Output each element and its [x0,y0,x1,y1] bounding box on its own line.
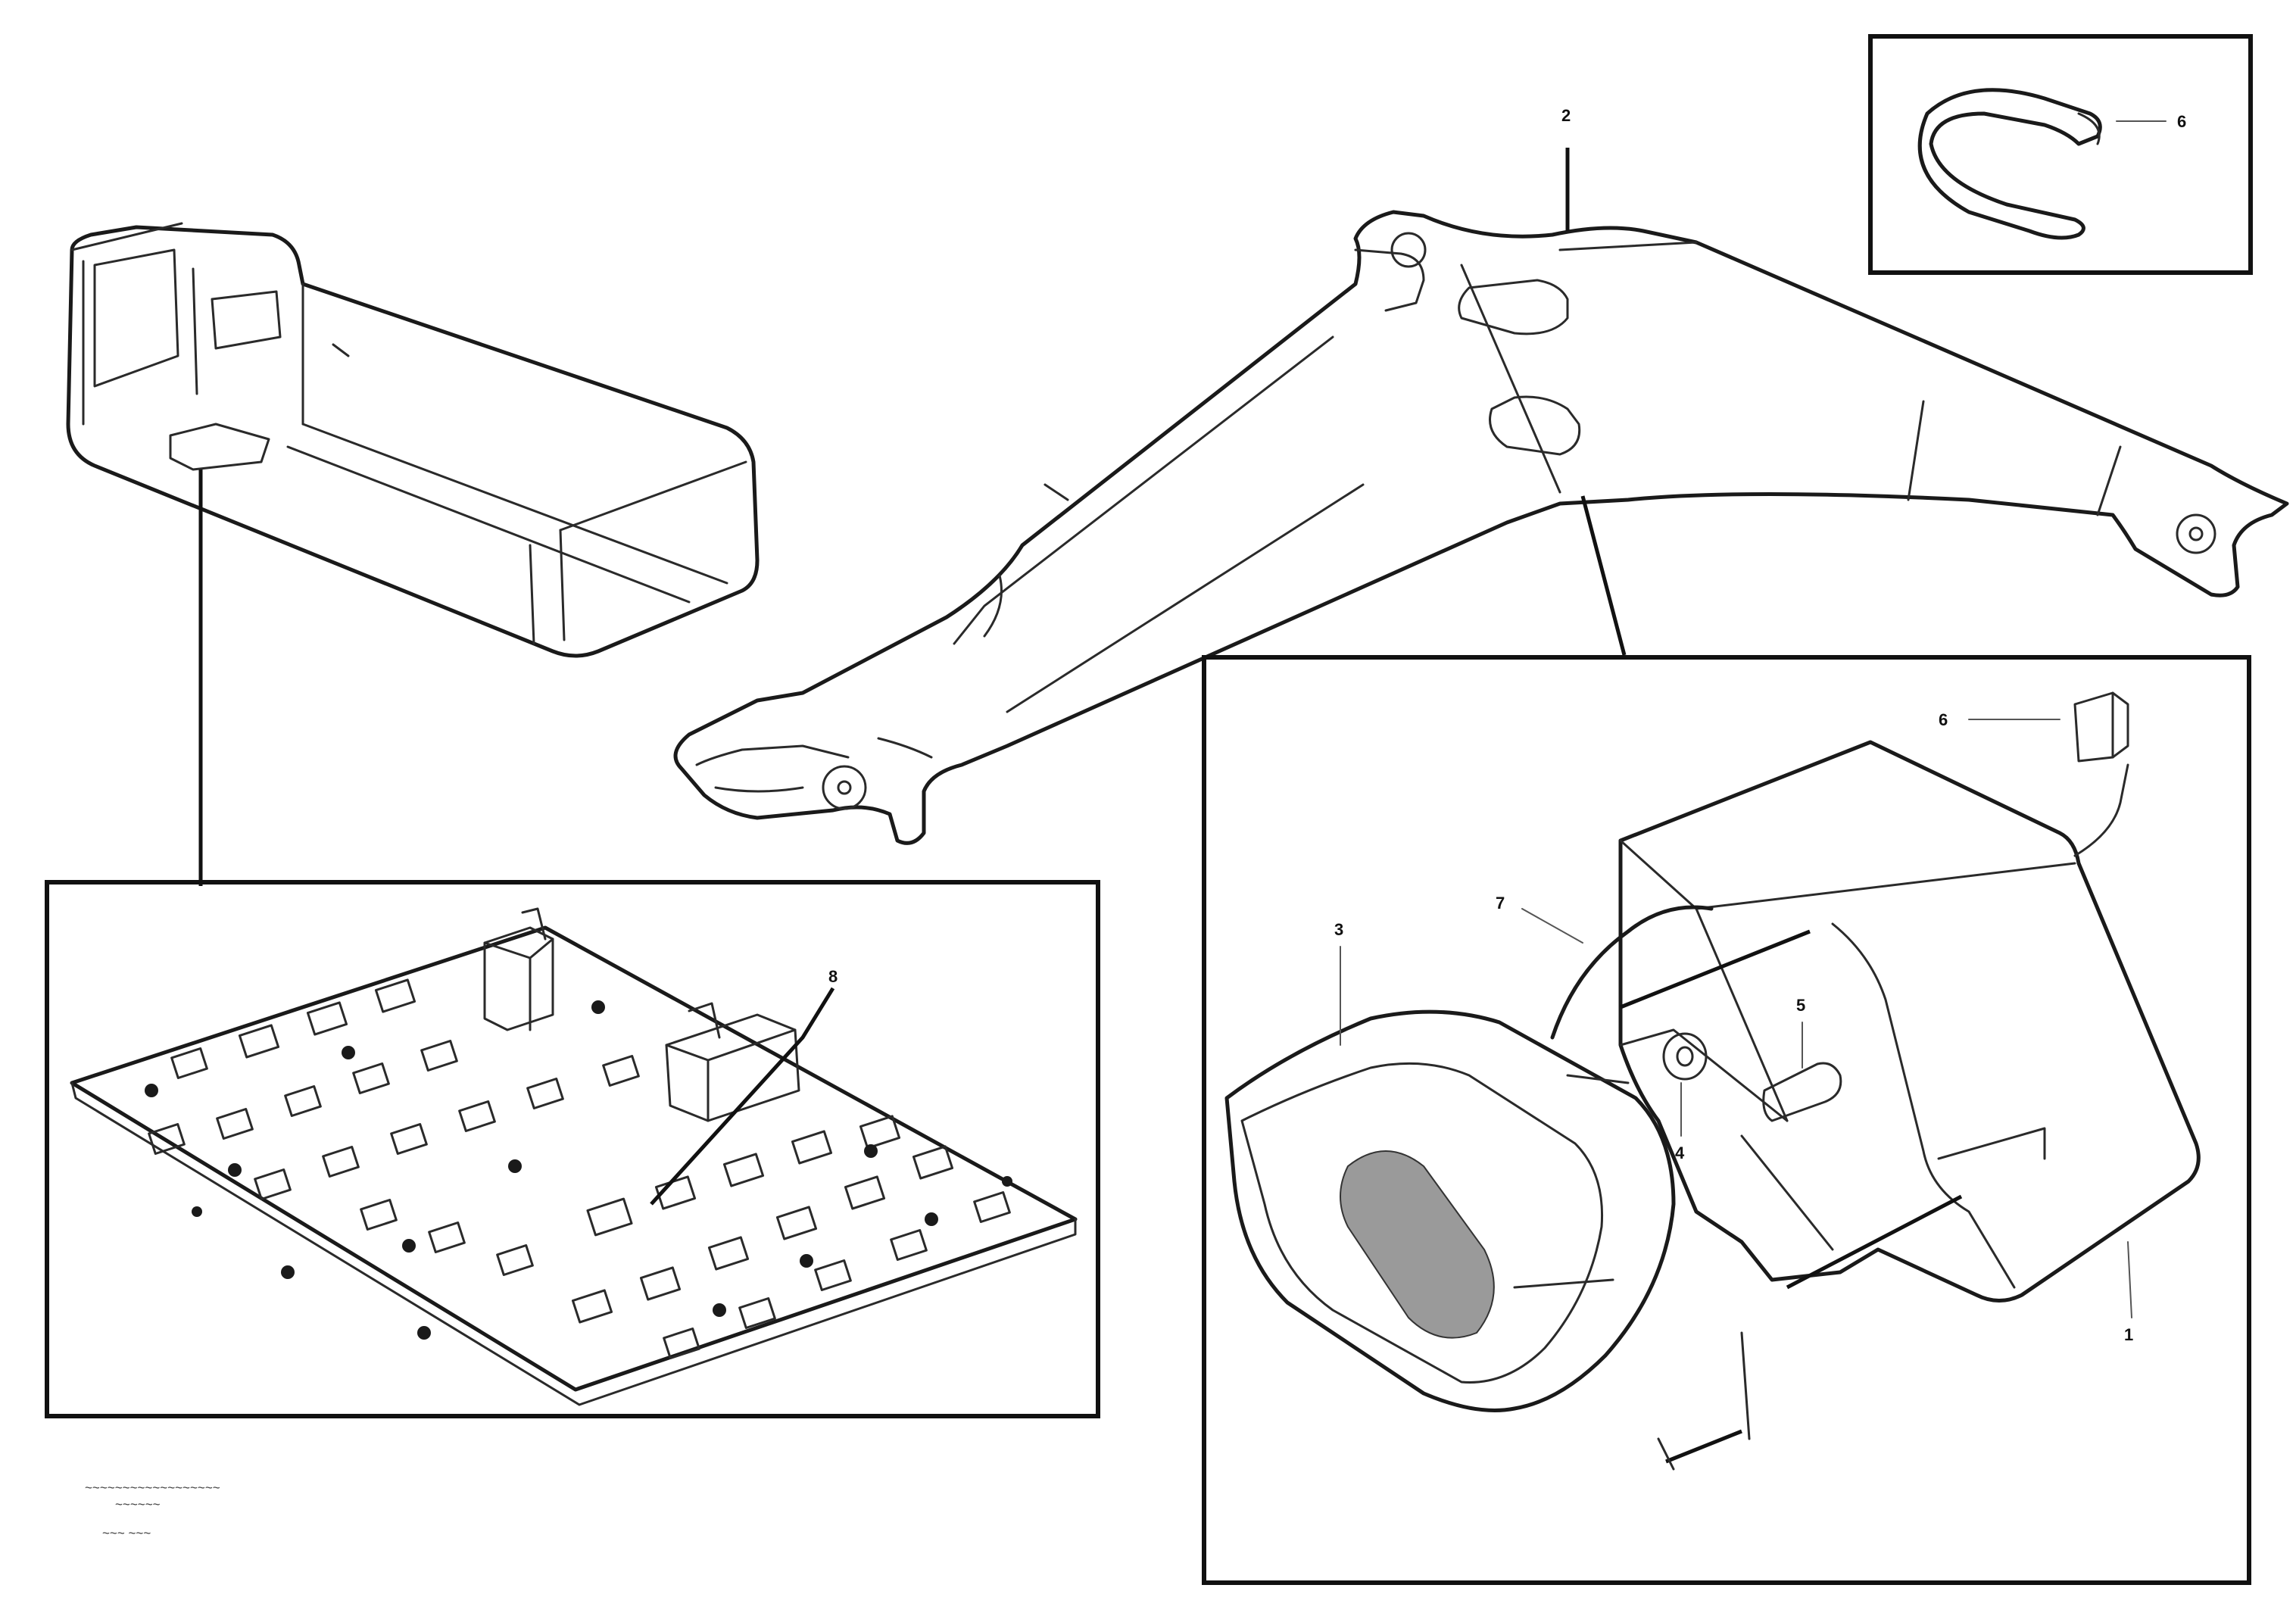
footer-line-2: ~~~~~~ [115,1497,161,1512]
boom-callout: 2 [1561,106,1571,125]
footer-code: ~~~ ~~~ [102,1526,151,1540]
bolt-callout: 5 [1796,996,1805,1015]
lamp-inset-frame [1202,655,2251,1585]
boom-to-lamp-leader [1580,495,1627,656]
hose-clip [1917,88,2102,240]
board-inset-frame [45,880,1100,1418]
board-leader [650,987,835,1206]
boom [673,210,2289,845]
washer-callout: 4 [1675,1143,1685,1162]
housing-leader [2127,1241,2132,1318]
bracket-wire-leader [1521,908,1583,944]
circuit-board [70,907,1078,1406]
board-callout: 8 [828,967,838,986]
housing-callout: 1 [2124,1325,2133,1344]
lamp-front-callout: 3 [1334,920,1343,939]
cab-body [66,222,760,658]
connector-callout: 6 [1939,710,1948,729]
clip-callout: 6 [2177,112,2186,131]
bracket-wire-callout: 7 [1496,894,1505,913]
work-lamp [1224,691,2201,1471]
clip-inset-frame [1868,34,2253,275]
footer-line-1: ~~~~~~~~~~~~~~~~~~ [85,1480,220,1495]
